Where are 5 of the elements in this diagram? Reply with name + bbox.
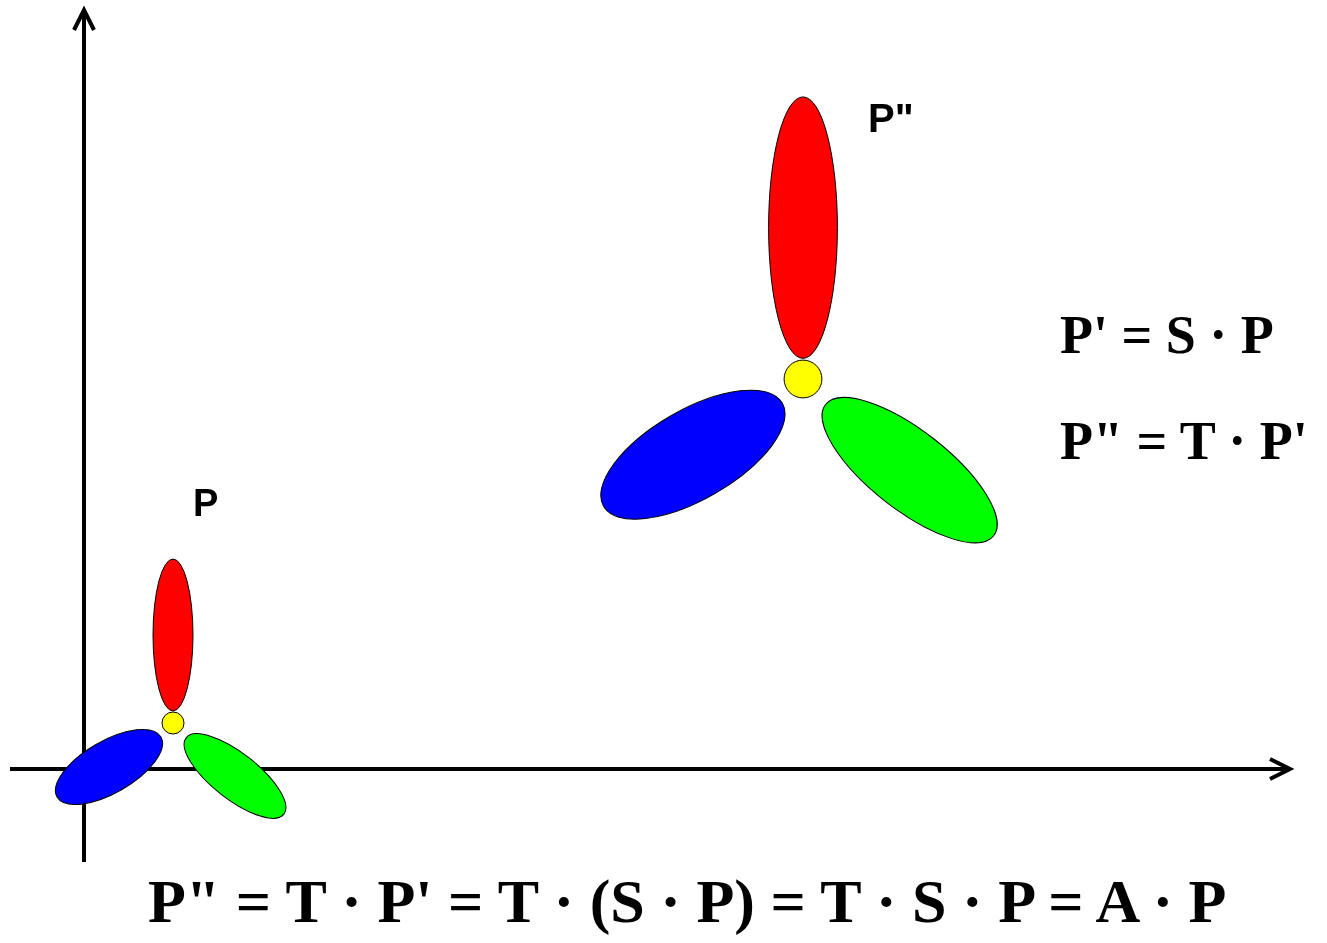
formula: P' = S · P xyxy=(1060,304,1274,366)
formula: P" = T · P' = T · (S · P) = T · S · P = A · P xyxy=(148,866,1227,937)
point-label: P" xyxy=(868,96,914,141)
point-label: P xyxy=(193,482,219,525)
formula: P" = T · P' xyxy=(1060,410,1308,472)
